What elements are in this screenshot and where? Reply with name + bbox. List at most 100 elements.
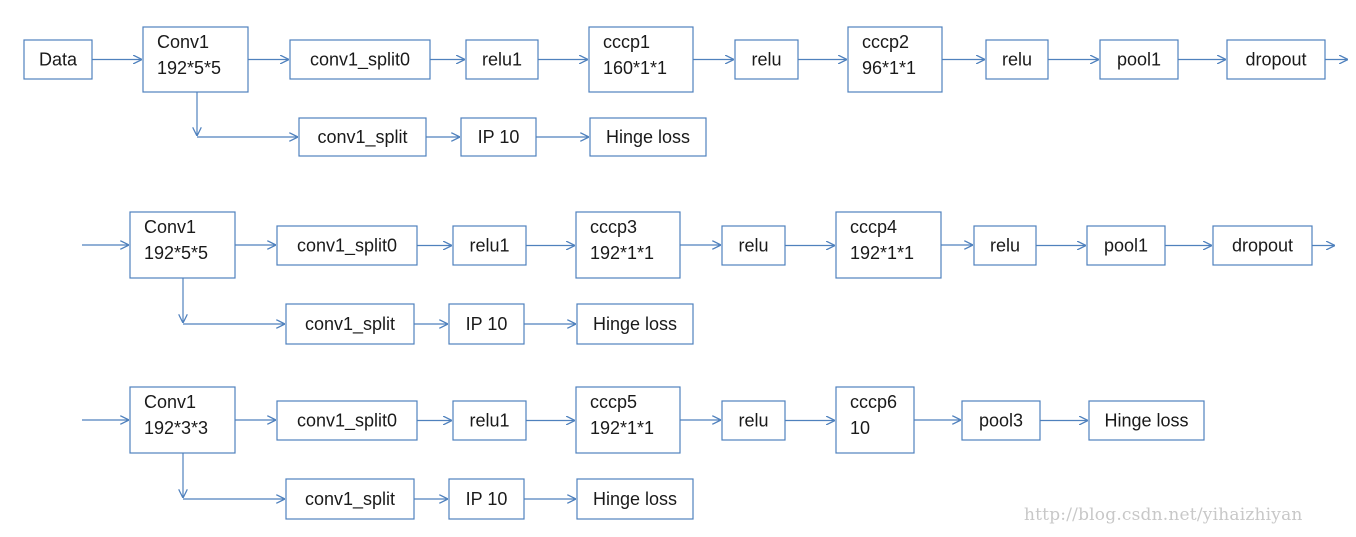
node-box	[576, 303, 694, 345]
node-pool3: pool3	[961, 400, 1041, 441]
node-box	[285, 478, 415, 520]
node-box	[129, 386, 236, 454]
node-conv1: Conv1 192*5*5	[142, 26, 249, 93]
node-label: Conv1	[157, 32, 209, 52]
node-dropout: dropout	[1212, 225, 1313, 266]
node-box	[448, 478, 525, 520]
node-label: conv1_split	[317, 127, 407, 148]
node-split0: conv1_split0	[289, 39, 431, 80]
node-box	[298, 117, 427, 157]
node-box	[1099, 39, 1179, 80]
node-dropout: dropout	[1226, 39, 1326, 80]
node-relu-b: relu	[985, 39, 1049, 80]
node-box	[973, 225, 1037, 266]
node-relu-a: relu	[734, 39, 799, 80]
node-label: relu	[738, 411, 768, 431]
node-label: conv1_split0	[297, 411, 397, 432]
node-split: conv1_split	[298, 117, 427, 157]
watermark-text: http://blog.csdn.net/yihaizhiyan	[1024, 505, 1303, 525]
node-box	[276, 225, 418, 266]
node-box	[285, 303, 415, 345]
node-label: relu1	[469, 236, 509, 256]
node-split0: conv1_split0	[276, 400, 418, 441]
node-label: 160*1*1	[603, 58, 667, 78]
node-label: Hinge loss	[593, 489, 677, 509]
node-pool1: pool1	[1086, 225, 1166, 266]
node-hinge-main: Hinge loss	[1088, 400, 1205, 441]
node-box	[721, 225, 786, 266]
node-label: pool3	[979, 411, 1023, 431]
node-label: 192*5*5	[157, 58, 221, 78]
node-box	[835, 386, 915, 454]
node-box	[985, 39, 1049, 80]
node-label: pool1	[1104, 236, 1148, 256]
node-label: dropout	[1245, 50, 1306, 70]
node-label: conv1_split0	[310, 50, 410, 71]
node-split: conv1_split	[285, 303, 415, 345]
node-cccp4: cccp4 192*1*1	[835, 211, 942, 279]
node-label: IP 10	[478, 127, 520, 147]
node-box	[847, 26, 943, 93]
node-box	[1226, 39, 1326, 80]
node-label: Hinge loss	[606, 127, 690, 147]
node-label: 192*1*1	[590, 418, 654, 438]
node-label: dropout	[1232, 236, 1293, 256]
node-label: relu1	[482, 50, 522, 70]
node-box	[129, 211, 236, 279]
node-ip10: IP 10	[460, 117, 537, 157]
node-label: relu1	[469, 411, 509, 431]
node-ip10: IP 10	[448, 303, 525, 345]
node-box	[1212, 225, 1313, 266]
node-box	[452, 225, 527, 266]
node-label: 192*1*1	[590, 243, 654, 263]
node-relu-b: relu	[973, 225, 1037, 266]
node-box	[1086, 225, 1166, 266]
node-relu1: relu1	[452, 225, 527, 266]
node-label: conv1_split	[305, 489, 395, 510]
node-label: relu	[1002, 50, 1032, 70]
node-relu1: relu1	[452, 400, 527, 441]
node-label: 192*5*5	[144, 243, 208, 263]
node-cccp5: cccp5 192*1*1	[575, 386, 681, 454]
node-label: cccp5	[590, 392, 637, 412]
node-box	[460, 117, 537, 157]
node-label: 10	[850, 418, 870, 438]
node-box	[23, 39, 93, 80]
node-box	[734, 39, 799, 80]
node-label: cccp4	[850, 217, 897, 237]
node-label: Hinge loss	[1104, 411, 1188, 431]
node-label: relu	[751, 50, 781, 70]
node-label: Conv1	[144, 392, 196, 412]
node-label: 96*1*1	[862, 58, 916, 78]
node-relu1: relu1	[465, 39, 539, 80]
node-conv1: Conv1 192*3*3	[129, 386, 236, 454]
node-hinge: Hinge loss	[589, 117, 707, 157]
node-label: 192*3*3	[144, 418, 208, 438]
node-pool1: pool1	[1099, 39, 1179, 80]
node-relu-a: relu	[721, 400, 786, 441]
node-box	[961, 400, 1041, 441]
node-cccp3: cccp3 192*1*1	[575, 211, 681, 279]
node-hinge: Hinge loss	[576, 303, 694, 345]
node-label: cccp1	[603, 32, 650, 52]
node-box	[276, 400, 418, 441]
node-box	[721, 400, 786, 441]
node-cccp1: cccp1 160*1*1	[588, 26, 694, 93]
node-label: 192*1*1	[850, 243, 914, 263]
node-box	[289, 39, 431, 80]
node-label: cccp3	[590, 217, 637, 237]
node-box	[588, 26, 694, 93]
node-box	[452, 400, 527, 441]
node-hinge: Hinge loss	[576, 478, 694, 520]
node-box	[575, 386, 681, 454]
node-box	[448, 303, 525, 345]
node-split: conv1_split	[285, 478, 415, 520]
node-label: Hinge loss	[593, 314, 677, 334]
node-label: relu	[738, 236, 768, 256]
node-label: conv1_split	[305, 314, 395, 335]
node-box	[142, 26, 249, 93]
node-box	[589, 117, 707, 157]
node-data: Data	[23, 39, 93, 80]
node-box	[576, 478, 694, 520]
